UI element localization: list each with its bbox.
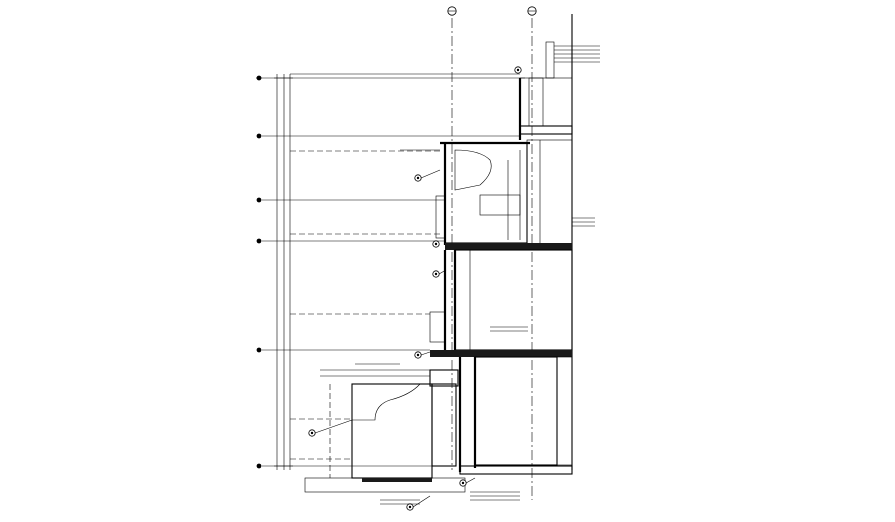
dimension-lines xyxy=(274,73,520,470)
detail-callouts xyxy=(308,66,522,511)
callout-icon xyxy=(514,66,522,74)
upper-floor xyxy=(435,139,595,245)
floor-slab xyxy=(430,350,572,357)
level-marker-icon xyxy=(256,197,262,203)
lower-floor xyxy=(304,356,573,505)
leader-lines xyxy=(314,149,476,508)
middle-floor xyxy=(429,249,573,355)
floor-slab xyxy=(445,243,572,250)
callout-icon xyxy=(432,270,440,278)
level-marker-icon xyxy=(256,133,262,139)
level-marker-icon xyxy=(256,238,262,244)
callout-icon xyxy=(308,429,316,437)
callout-icon xyxy=(414,351,422,359)
callout-icon xyxy=(432,240,440,248)
callout-icon xyxy=(414,174,422,182)
callout-icon xyxy=(459,479,467,487)
level-lines xyxy=(262,77,525,467)
level-marker-icon xyxy=(256,75,262,81)
callout-icon xyxy=(406,503,414,511)
level-marker-icon xyxy=(256,463,262,469)
level-markers xyxy=(256,75,262,469)
level-marker-icon xyxy=(256,347,262,353)
roof-section xyxy=(518,41,600,140)
